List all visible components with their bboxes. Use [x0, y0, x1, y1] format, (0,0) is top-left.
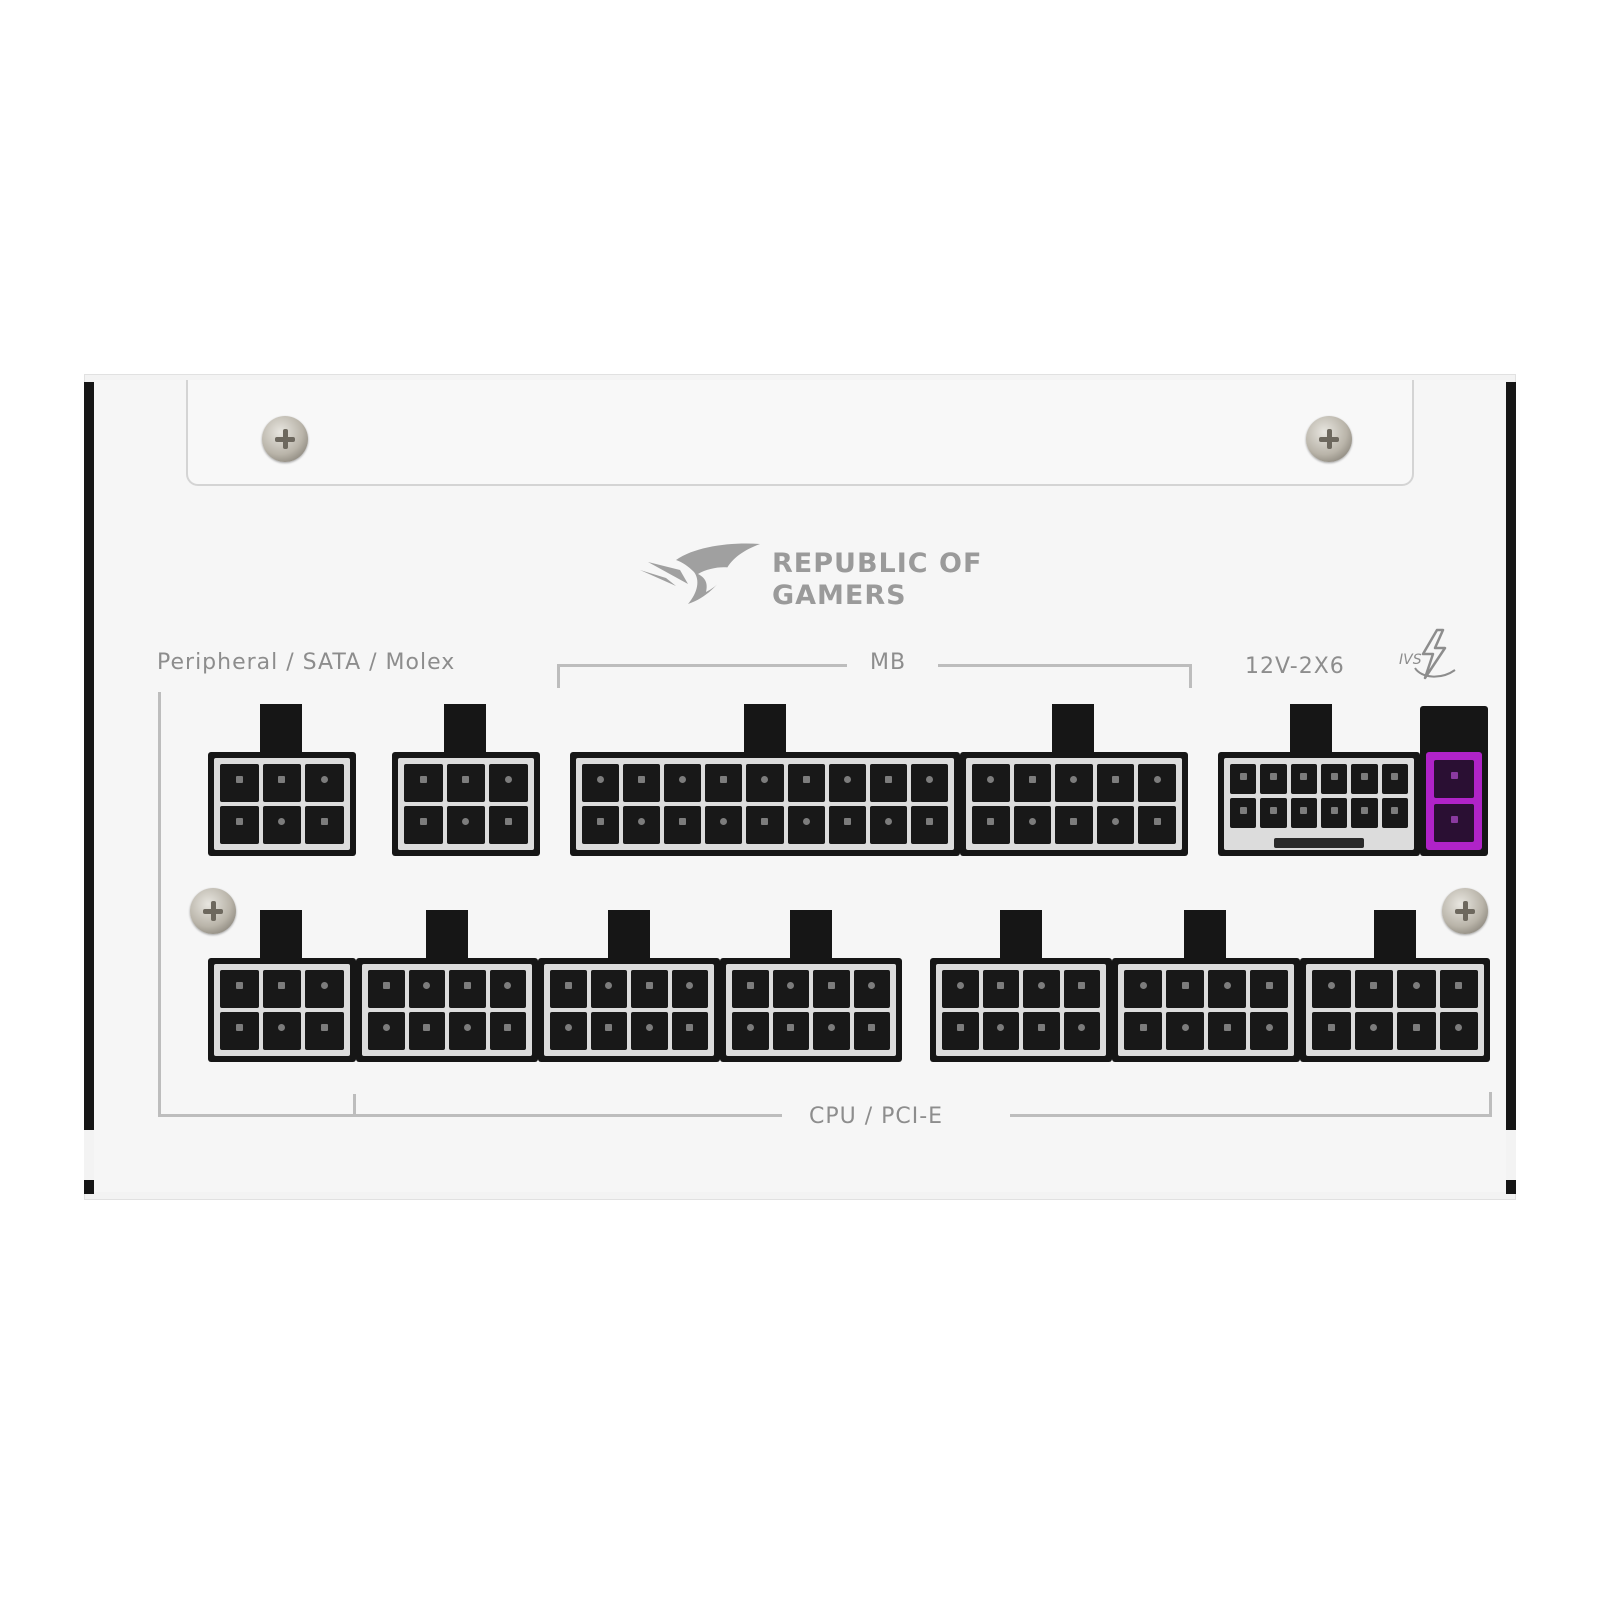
cpu-pcie-connector-7[interactable] — [1300, 910, 1490, 1062]
mb-bracket-right-tick — [1189, 664, 1192, 688]
ivs-label: IVS — [1399, 652, 1422, 668]
mb-bracket-right — [938, 664, 1192, 667]
label-mb: MB — [870, 650, 907, 675]
mb-connector-aux[interactable] — [960, 704, 1188, 856]
cpu-bracket-left — [356, 1114, 782, 1117]
screw-icon — [1306, 416, 1352, 462]
cpu-pcie-connector-1[interactable] — [208, 910, 356, 1062]
cpu-pcie-connector-5[interactable] — [930, 910, 1112, 1062]
label-12v-2x6: 12V-2X6 — [1245, 654, 1345, 679]
cpu-pcie-connector-4[interactable] — [720, 910, 902, 1062]
peripheral-connector-2[interactable] — [392, 704, 540, 856]
top-lip — [186, 380, 1414, 486]
peripheral-bracket-vertical — [158, 692, 161, 1116]
screw-icon — [190, 888, 236, 934]
shell-edge-left — [84, 382, 94, 1194]
mb-connector-main[interactable] — [570, 704, 960, 856]
brand-wordmark: REPUBLIC OF GAMERS — [772, 548, 982, 612]
cpu-bracket-right — [1010, 1114, 1492, 1117]
cpu-pcie-connector-6[interactable] — [1112, 910, 1300, 1062]
ivs-lightning-icon: IVS — [1399, 628, 1456, 680]
12v-2x6-sense-connector[interactable] — [1420, 706, 1488, 856]
brand-line-2: GAMERS — [772, 580, 907, 611]
peripheral-bracket-tick — [353, 1094, 356, 1116]
label-cpu-pcie: CPU / PCI-E — [809, 1104, 944, 1129]
screw-icon — [262, 416, 308, 462]
brand-line-1: REPUBLIC OF — [772, 548, 983, 579]
label-peripheral: Peripheral / SATA / Molex — [157, 650, 456, 675]
shell-edge-right — [1506, 382, 1516, 1194]
12v-2x6-connector[interactable] — [1218, 704, 1420, 856]
mb-bracket-left-tick — [557, 664, 560, 688]
shell-notch-right — [1506, 1130, 1516, 1180]
mb-bracket-left — [557, 664, 847, 667]
shell-notch-left — [84, 1130, 94, 1180]
peripheral-connector-1[interactable] — [208, 704, 356, 856]
screw-icon — [1442, 888, 1488, 934]
cpu-pcie-connector-3[interactable] — [538, 910, 720, 1062]
cpu-pcie-connector-2[interactable] — [356, 910, 538, 1062]
peripheral-bracket-bottom — [158, 1114, 356, 1117]
rog-eye-logo-icon — [640, 543, 760, 604]
cpu-bracket-right-tick — [1489, 1092, 1492, 1116]
